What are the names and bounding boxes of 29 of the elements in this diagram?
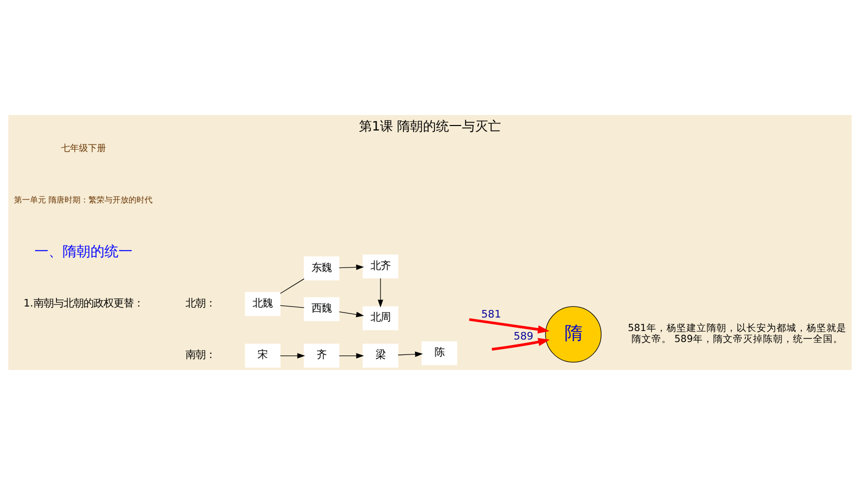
- connector: [280, 304, 304, 308]
- node-box: 北魏: [244, 292, 280, 316]
- node-box: 齐: [304, 343, 340, 368]
- connector: [280, 278, 304, 294]
- node-box: 陈: [422, 340, 458, 365]
- edge-label: 581: [481, 308, 502, 320]
- node-box: 东魏: [304, 256, 340, 280]
- label: 北朝：: [186, 296, 216, 309]
- arrow: [492, 337, 550, 350]
- arrow: [280, 352, 306, 358]
- arrow: [378, 278, 384, 307]
- arrow: [338, 352, 364, 358]
- node-box: 北齐: [362, 254, 398, 278]
- diagram-title: 第1课 隋朝的统一与灭亡: [358, 119, 502, 134]
- label: 南朝：: [186, 348, 216, 361]
- label: 1.南朝与北朝的政权更替：: [23, 296, 144, 309]
- label: 七年级下册: [60, 144, 106, 154]
- node-box: 宋: [244, 343, 280, 368]
- label: 一、隋朝的统一: [34, 243, 132, 260]
- arrow: [469, 318, 550, 333]
- node-box: 西魏: [304, 296, 340, 321]
- arrow: [338, 311, 364, 317]
- arrow: [398, 351, 423, 356]
- arrow: [338, 264, 364, 270]
- label: 581年，杨坚建立隋朝，以长安为都城，杨坚就是隋文帝。 589年，隋文帝灭掉陈朝，统一全国。: [628, 322, 846, 345]
- edge-label: 589: [514, 330, 534, 342]
- node-box: 北周: [362, 306, 398, 330]
- node-box: 梁: [362, 343, 398, 368]
- node-circle: 隋: [545, 306, 602, 362]
